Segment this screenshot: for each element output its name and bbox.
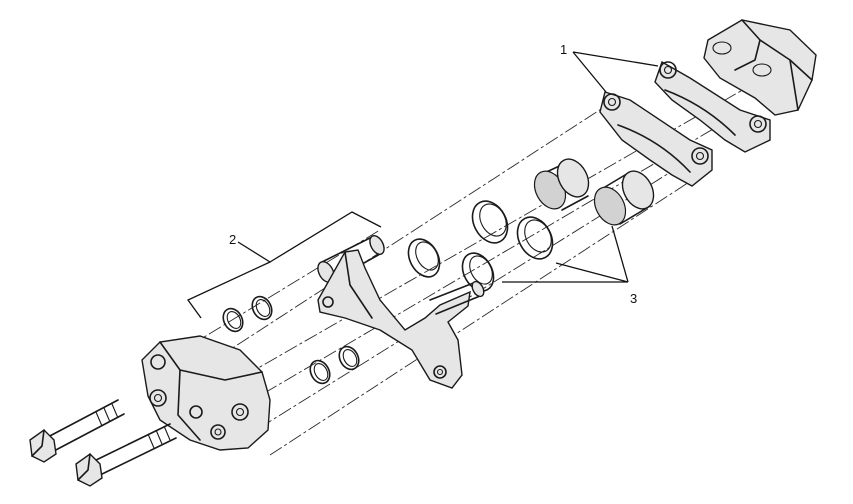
callout-1: 1: [560, 42, 567, 57]
bushings: [533, 158, 655, 226]
o-rings: [222, 295, 360, 385]
lever-bracket: [317, 235, 485, 389]
shoe-assembly: [599, 60, 771, 187]
front-housing: [141, 335, 271, 451]
callout-2: 2: [229, 232, 236, 247]
leader-1: [572, 51, 659, 93]
leader-lines: [187, 51, 659, 319]
callout-3: 3: [630, 291, 637, 306]
bolts: [29, 399, 177, 487]
leader-3: [502, 225, 629, 283]
leader-2: [187, 211, 382, 319]
rear-housing: [703, 19, 817, 116]
callouts: 1 2 3: [229, 42, 637, 306]
seal-rings: [407, 200, 554, 292]
